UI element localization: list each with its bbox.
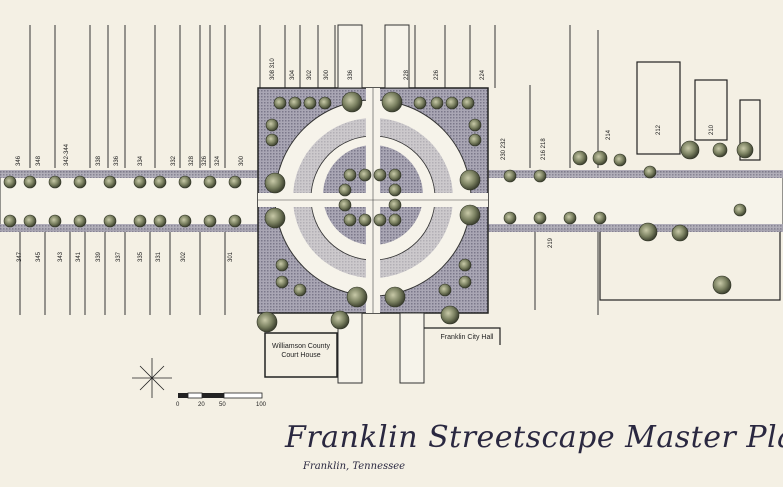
address-label: 226 [434,69,440,80]
address-labels-south: 347 345 343 341 339 337 335 331 302 301 … [17,237,554,262]
address-label: 300 [239,155,245,166]
address-label: 302 [307,69,313,80]
address-label: 224 [480,69,486,80]
address-label: 302 [181,251,187,262]
address-label: 326 [202,155,208,166]
address-label: 304 [290,69,296,80]
address-label: 301 [228,251,234,262]
address-label: 332 [171,155,177,166]
map-title: Franklin Streetscape Master Plan [285,420,783,455]
address-label: 212 [656,124,662,135]
scale-label: 50 [219,402,226,408]
address-label: 331 [156,251,162,262]
lot-lines-south [19,232,599,315]
courthouse-building [264,332,338,378]
city-hall-label: Franklin City Hall [440,334,494,341]
address-labels-north: 346 348 342-344 338 336 334 332 328 326 … [16,58,715,166]
scale-bar [178,392,263,399]
street-trees [3,91,754,333]
address-label: 348 [36,155,42,166]
address-label: 345 [36,251,42,262]
address-label: 228 [404,69,410,80]
address-label: 300 [324,69,330,80]
address-label: 338 [96,155,102,166]
address-label: 343 [58,251,64,262]
lot-lines-north [29,25,599,168]
address-label: 339 [96,251,102,262]
address-label: 219 [548,237,554,248]
address-label: 335 [138,251,144,262]
north-arrow-icon [132,358,172,398]
city-hall-outline [424,327,501,345]
scale-label: 0 [176,402,180,408]
address-label: 334 [138,155,144,166]
address-label: 337 [116,251,122,262]
address-label: 308 310 [270,58,276,80]
map-subtitle: Franklin, Tennessee [303,461,406,472]
address-label: 336 [114,155,120,166]
scale-label: 20 [198,402,205,408]
address-label: 216 218 [541,138,547,160]
address-label: 210 [709,124,715,135]
public-square [257,87,489,314]
address-label: 347 [17,251,23,262]
address-label: 324 [215,155,221,166]
address-label: 336 [348,69,354,80]
courthouse-label: Williamson County Court House [272,343,330,359]
address-label: 214 [606,129,612,140]
address-label: 328 [189,155,195,166]
address-label: 341 [76,251,82,262]
scale-label: 100 [256,402,267,408]
address-label: 342-344 [64,143,70,166]
address-label: 346 [16,155,22,166]
address-label: 230 232 [501,138,507,160]
